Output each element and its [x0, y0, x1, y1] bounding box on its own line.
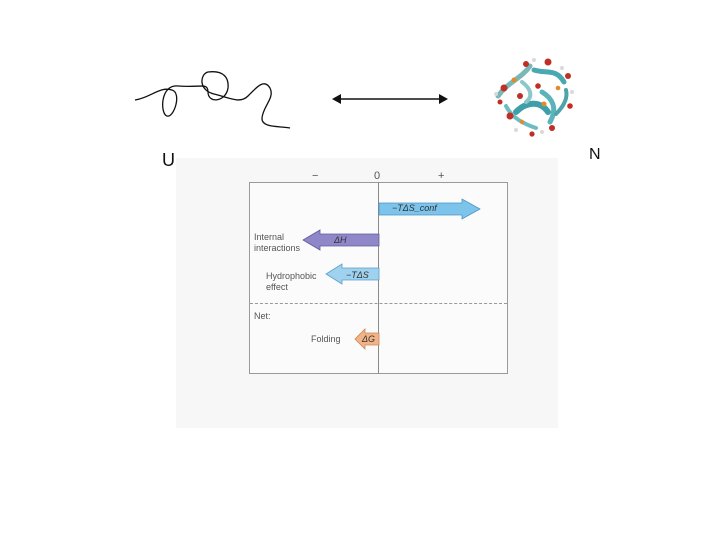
net-divider-line: [250, 303, 507, 304]
enthalpy-arrow: [302, 229, 380, 251]
hydrophobic-entropy-term: −TΔS: [346, 270, 369, 280]
equilibrium-double-arrow: [332, 94, 448, 104]
energy-arrows: [302, 198, 481, 350]
folded-protein-structure: [494, 58, 574, 137]
scale-plus-label: +: [438, 170, 445, 182]
scale-zero-label: 0: [374, 170, 381, 182]
folding-free-energy-arrow: [354, 328, 380, 350]
net-label: Net:: [254, 311, 271, 321]
folding-label: Folding: [311, 334, 341, 344]
scale-minus-label: −: [312, 170, 319, 182]
unfolded-chain-drawing: [134, 71, 291, 129]
conformational-entropy-term: −TΔS_conf: [392, 203, 437, 213]
conformational-entropy-arrow: [378, 198, 481, 220]
enthalpy-term: ΔH: [334, 235, 347, 245]
folding-free-energy-term: ΔG: [362, 334, 376, 344]
hydrophobic-entropy-arrow: [325, 263, 380, 285]
native-state-label: N: [589, 146, 601, 163]
unfolded-state-label: U: [162, 150, 175, 170]
